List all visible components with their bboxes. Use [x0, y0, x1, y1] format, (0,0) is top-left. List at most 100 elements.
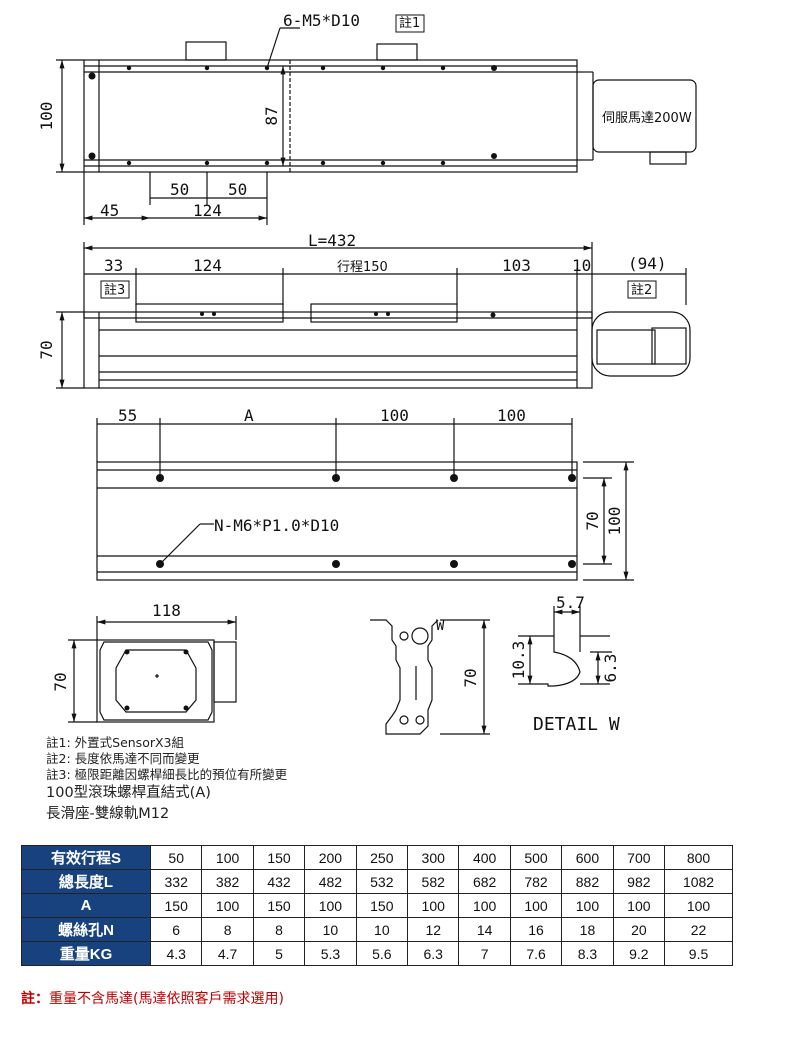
side-height-dim: 70	[37, 340, 56, 359]
bottom-view	[96, 418, 634, 581]
table-cell: 5.3	[304, 941, 357, 966]
stroke-dim: 行程150	[337, 260, 388, 275]
table-cell: 150	[355, 893, 409, 918]
table-cell: 100	[201, 893, 254, 918]
note-2: 註2: 長度依馬達不同而變更	[46, 751, 200, 766]
table-cell: 682	[458, 869, 511, 894]
table-cell: 10	[304, 917, 357, 942]
table-cell: 382	[201, 869, 254, 894]
table-cell: 150	[252, 893, 306, 918]
table-cell: 582	[407, 869, 460, 894]
table-cell: 5.6	[355, 941, 409, 966]
table-cell: 100	[664, 893, 733, 918]
end-view-motor	[213, 641, 237, 703]
row-header: 螺絲孔N	[21, 917, 151, 942]
table-cell: 150	[252, 845, 306, 870]
table-cell: 22	[664, 917, 733, 942]
span-dim: 124	[193, 201, 222, 220]
end-view	[68, 616, 237, 723]
bottom-holes-callout: N-M6*P1.0*D10	[214, 516, 339, 535]
bottom-d3: 100	[380, 406, 409, 425]
table-cell: 532	[355, 869, 409, 894]
table-cell: 100	[509, 893, 563, 918]
table-cell: 300	[407, 845, 460, 870]
note3-tag: 註3	[104, 283, 125, 298]
table-cell: 12	[407, 917, 460, 942]
detail-top-dim: 5.7	[556, 593, 585, 612]
table-cell: 400	[458, 845, 511, 870]
table-cell: 100	[561, 893, 614, 918]
table-cell: 8	[201, 917, 254, 942]
table-cell: 782	[509, 869, 563, 894]
side-d2: 124	[193, 256, 222, 275]
table-cell: 50	[149, 845, 203, 870]
pitch-a-dim: 50	[170, 180, 189, 199]
note1-tag: 註1	[399, 16, 420, 31]
table-cell: 7.6	[509, 941, 563, 966]
table-cell: 800	[664, 845, 733, 870]
bottom-d1: 55	[118, 406, 137, 425]
table-cell: 100	[458, 893, 511, 918]
table-cell: 982	[612, 869, 666, 894]
table-cell: 4.7	[201, 941, 254, 966]
table-cell: 882	[561, 869, 614, 894]
profile-view	[370, 619, 490, 735]
bottom-d2: A	[244, 406, 254, 425]
bottom-outer-dim: 100	[605, 507, 624, 536]
bottom-view-body	[96, 461, 578, 581]
profile-height-dim: 70	[461, 668, 480, 687]
carriage-2	[310, 303, 458, 323]
motor-connector-side	[651, 327, 687, 365]
side-view-body	[83, 311, 593, 389]
row-header: 重量KG	[21, 941, 151, 966]
profile-tag: W	[436, 618, 445, 634]
side-d3: 103	[502, 256, 531, 275]
table-cell: 200	[304, 845, 357, 870]
top-holes-callout: 6-M5*D10	[283, 11, 360, 30]
table-cell: 1082	[664, 869, 733, 894]
technical-drawing: 6-M5*D10 註1 100 87 50 50 45 124 伺服馬達200W	[37, 11, 697, 735]
table-cell: 250	[355, 845, 409, 870]
detail-title: DETAIL W	[533, 714, 620, 735]
bottom-d4: 100	[497, 406, 526, 425]
table-cell: 9.5	[664, 941, 733, 966]
row-header: 總長度L	[21, 869, 151, 894]
table-cell: 16	[509, 917, 563, 942]
side-d4: 10	[572, 256, 591, 275]
detail-inner-dim: 6.3	[601, 654, 620, 683]
end-width-dim: 118	[152, 601, 181, 620]
bottom-inner-dim: 70	[583, 511, 602, 530]
table-cell: 100	[201, 845, 254, 870]
top-view-body	[83, 59, 578, 173]
table-cell: 5	[252, 941, 306, 966]
table-cell: 100	[612, 893, 666, 918]
table-cell: 8.3	[561, 941, 614, 966]
model-title: 100型滾珠螺桿直結式(A)	[46, 785, 211, 801]
table-cell: 6	[149, 917, 203, 942]
table-cell: 18	[561, 917, 614, 942]
footnote-text: 重量不含馬達(馬達依照客戶需求選用)	[49, 991, 284, 1007]
table-cell: 500	[509, 845, 563, 870]
pitch-b-dim: 50	[228, 180, 247, 199]
motor-label: 伺服馬達200W	[602, 111, 692, 126]
table-cell: 150	[149, 893, 203, 918]
table-cell: 332	[149, 869, 203, 894]
note-1: 註1: 外置式SensorX3組	[46, 735, 185, 750]
sensor-block	[185, 41, 227, 61]
notes-block: 註1: 外置式SensorX3組 註2: 長度依馬達不同而變更 註3: 極限距離…	[46, 735, 466, 825]
motor-connector	[649, 151, 687, 165]
side-view	[56, 242, 691, 389]
detail-w	[518, 606, 612, 687]
motor-body	[592, 79, 697, 153]
model-subtitle: 長滑座-雙線軌M12	[46, 806, 170, 822]
top-inner-dim: 87	[262, 106, 281, 125]
note-3: 註3: 極限距離因螺桿細長比的預位有所變更	[46, 767, 288, 782]
note2-tag: 註2	[631, 283, 652, 298]
table-cell: 9.2	[612, 941, 666, 966]
